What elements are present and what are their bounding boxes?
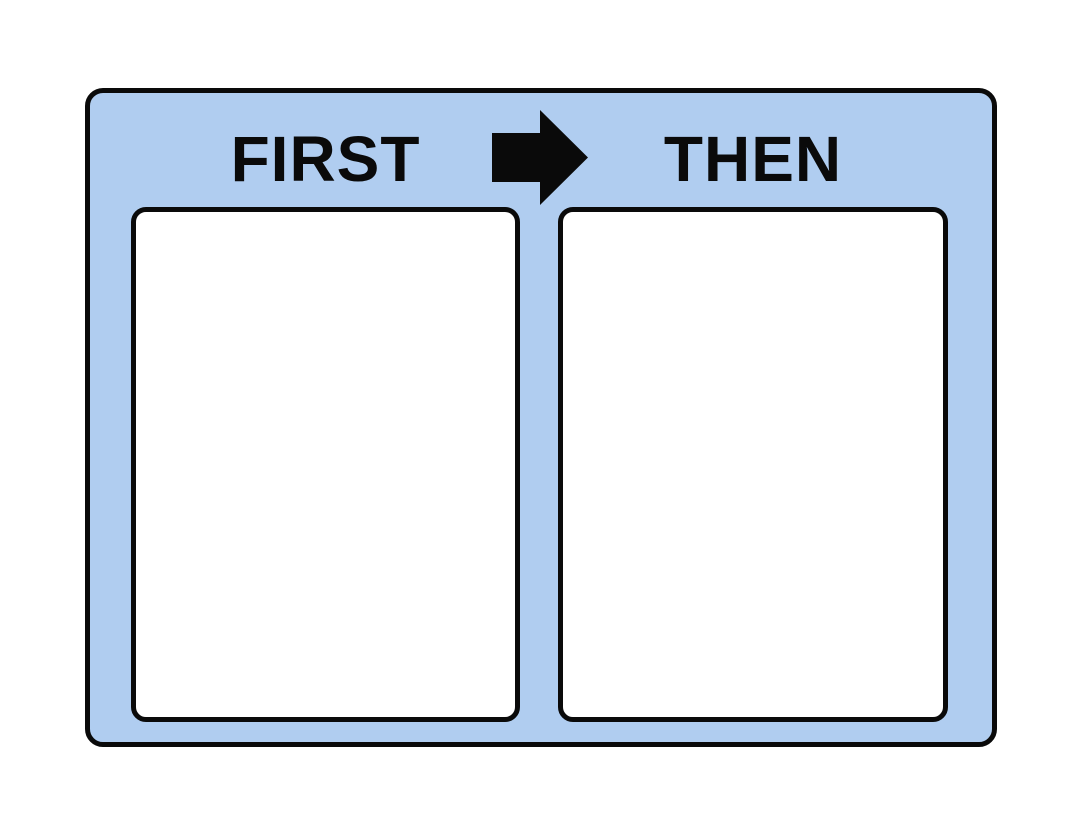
first-panel: [131, 207, 520, 722]
then-panel: [558, 207, 948, 722]
then-label: THEN: [663, 123, 843, 195]
arrow-right-icon: [492, 110, 588, 205]
first-label: FIRST: [230, 123, 421, 195]
